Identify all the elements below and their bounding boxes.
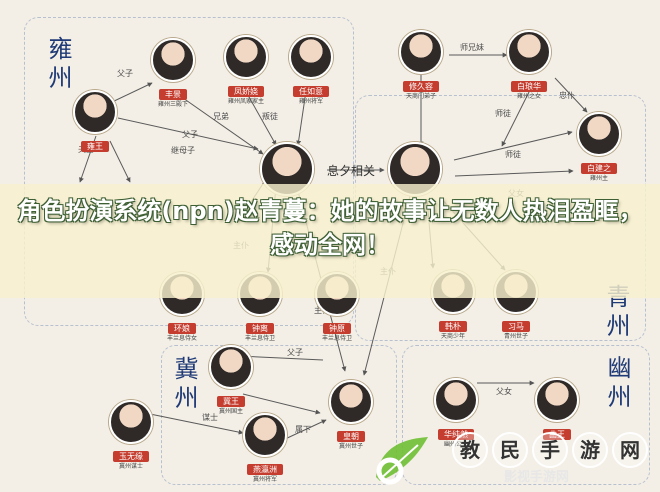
brand-subtitle: 影视手游网	[504, 470, 570, 485]
center-relation-label: 息夕相关	[327, 164, 376, 178]
character-yanyingzhou: 燕瀛洲 冀州将军	[230, 413, 300, 484]
avatar	[289, 35, 333, 79]
character-bailing: 白琅华 雍州之女	[494, 30, 564, 101]
character-jiwang: 冀王 冀州国主	[196, 345, 266, 416]
brand-char: 手	[532, 432, 568, 468]
character-name: 白建之	[581, 163, 617, 174]
character-name: 丰景	[159, 89, 187, 100]
avatar	[243, 413, 287, 457]
avatar	[399, 30, 443, 74]
character-name: 玉无缘	[113, 451, 149, 462]
character-name: 燕瀛洲	[247, 464, 283, 475]
avatar	[224, 35, 268, 79]
character-name: 华纯然	[438, 429, 474, 440]
edge-label-master-apprentice: 师兄妹	[460, 43, 484, 52]
edge-label-teacher: 师徒	[505, 150, 521, 159]
avatar	[209, 345, 253, 389]
character-name: 修久容	[403, 81, 439, 92]
brand-char: 教	[452, 432, 488, 468]
avatar	[73, 90, 117, 134]
edge-label-mentor: 师徒	[495, 109, 511, 118]
character-name: 白琅华	[511, 81, 547, 92]
avatar	[329, 380, 373, 424]
avatar	[507, 30, 551, 74]
edge-label-loyal-servant: 忠仆	[559, 91, 575, 100]
edge-label-father-daughter-2: 父女	[496, 387, 512, 396]
brand-char: 游	[572, 432, 608, 468]
character-desc: 天商门弟子	[405, 93, 436, 100]
character-desc: 丰兰息侍女	[166, 335, 197, 342]
character-fenglong: 皇朝 冀州世子	[316, 380, 386, 451]
character-desc: 冀州将军	[252, 476, 277, 483]
character-desc: 冀州世子	[338, 443, 363, 450]
character-desc: 冀州谋士	[118, 463, 143, 470]
brand-leaf-icon	[376, 437, 428, 485]
brand-watermark: 教 民 手 游 网 影视手游网	[384, 427, 658, 488]
character-name: 雍王	[81, 141, 109, 152]
avatar	[109, 400, 153, 444]
region-yong-title: 雍州	[44, 36, 72, 94]
region-ji-title: 冀州	[170, 356, 198, 414]
character-name: 钟离	[246, 323, 274, 334]
character-baijianzhi: 白建之 雍州主	[564, 112, 634, 183]
edge-label-brother: 兄弟	[213, 112, 229, 121]
character-huayan: 华纯然 幽州公主	[421, 378, 491, 449]
headline-banner	[0, 184, 660, 298]
edge-label-subordinate: 属下	[295, 425, 311, 434]
character-name: 任如意	[293, 86, 329, 97]
brand-char: 民	[492, 432, 528, 468]
brand-char: 网	[612, 432, 648, 468]
character-name: 冀王	[217, 396, 245, 407]
edge-label-advisor: 谋士	[202, 413, 218, 422]
character-desc: 雍州凤家家主	[227, 98, 264, 105]
character-name: 钟原	[323, 323, 351, 334]
character-yuwuyuan: 玉无缘 冀州谋士	[96, 400, 166, 471]
character-name: 皇朝	[337, 431, 365, 442]
character-fengjue: 丰景 雍州三殿下	[138, 38, 208, 109]
character-desc: 雍州三殿下	[157, 101, 188, 108]
character-fengyao: 凤娇娆 雍州凤家家主	[211, 35, 281, 106]
edge-label-loyal: 叛徒	[262, 112, 278, 121]
headline-text: 角色扮演系统(npn)赵青蔓：她的故事让无数人热泪盈眶，感动全网！	[17, 197, 643, 259]
edge-label-father-son-2: 父子	[182, 130, 198, 139]
character-name: 韩朴	[439, 321, 467, 332]
character-name: 环娘	[168, 323, 196, 334]
character-desc: 雍州将军	[298, 98, 323, 105]
character-desc: 冀州国主	[218, 408, 243, 415]
edge-label-mother: 继母子	[171, 146, 195, 155]
character-desc: 青州世子	[503, 333, 528, 340]
avatar	[151, 38, 195, 82]
character-desc: 雍州主	[589, 175, 608, 182]
character-name: 习马	[502, 321, 530, 332]
character-desc: 雍州之女	[516, 93, 541, 100]
character-renruyi: 任如意 雍州将军	[276, 35, 346, 106]
avatar	[577, 112, 621, 156]
character-qiuqiu: 修久容 天商门弟子	[386, 30, 456, 101]
brand-word: 教 民 手 游 网	[452, 432, 648, 468]
region-you-box	[402, 345, 650, 485]
avatar	[434, 378, 478, 422]
edge-label-father-son-3: 父子	[287, 348, 303, 357]
character-desc: 丰兰息侍卫	[244, 335, 275, 342]
edge-label-father-son-1: 父子	[117, 69, 133, 78]
character-desc: 天商少年	[440, 333, 465, 340]
region-you-title: 幽州	[603, 355, 631, 413]
character-name: 凤娇娆	[228, 86, 264, 97]
avatar	[535, 378, 579, 422]
character-ningwang: 雍王	[60, 90, 130, 153]
character-desc: 丰兰息侍卫	[321, 335, 352, 342]
region-ji-box	[161, 345, 397, 485]
